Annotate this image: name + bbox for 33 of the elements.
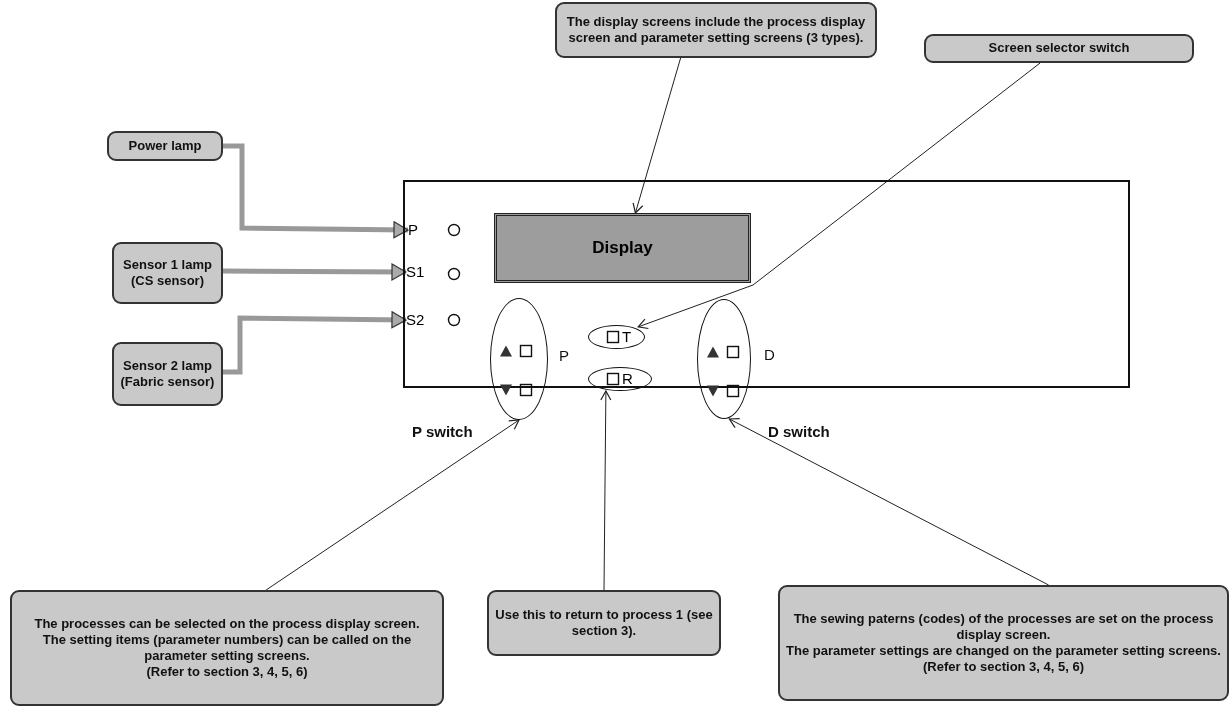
callout-text: The setting items (parameter numbers) can be called on the parameter setting screens.: [41, 631, 413, 665]
block-arrow: [223, 143, 409, 239]
arrow: [632, 57, 682, 214]
callout-box: Sensor 2 lamp (Fabric sensor): [112, 342, 223, 406]
key-letter: T: [622, 328, 632, 345]
arrow: [265, 419, 520, 591]
callout-text: The parameter settings are changed on the parameter setting screens.: [786, 643, 1221, 660]
lamp-label: S2: [406, 310, 430, 330]
callout-text: (Refer to section 3, 4, 5, 6): [922, 659, 1085, 676]
lamp-label: P: [408, 220, 428, 240]
switch-label: P switch: [412, 423, 473, 440]
block-arrow: [223, 311, 407, 375]
block-arrow: [223, 263, 407, 281]
lamp-label: S1: [406, 262, 430, 282]
display-screen: Display: [494, 213, 751, 283]
arrow: [600, 390, 612, 591]
callout-text: (Refer to section 3, 4, 5, 6): [146, 664, 308, 681]
arrow: [728, 418, 1050, 586]
callout-text: The processes can be selected on the process display screen.: [34, 615, 420, 632]
switch-letter: D: [764, 346, 775, 363]
callout-box: Power lamp: [107, 131, 223, 161]
callout-text: The sewing paterns (codes) of the processes are set on the process display screen.: [792, 610, 1215, 643]
callout-box: Sensor 1 lamp (CS sensor): [112, 242, 223, 304]
control-panel: [403, 180, 1130, 388]
callout-card: [10, 590, 444, 706]
callout-box: The display screens include the process display screen and parameter setting screens (3 types).: [555, 2, 877, 58]
switch-letter: P: [559, 347, 569, 364]
callout-box: Screen selector switch: [924, 34, 1194, 63]
callout-box: Use this to return to process 1 (see section 3).: [487, 590, 721, 656]
arrow: [637, 62, 1041, 330]
switch-label: D switch: [768, 423, 830, 440]
callout-card: [778, 585, 1229, 701]
key-letter: R: [622, 370, 633, 387]
